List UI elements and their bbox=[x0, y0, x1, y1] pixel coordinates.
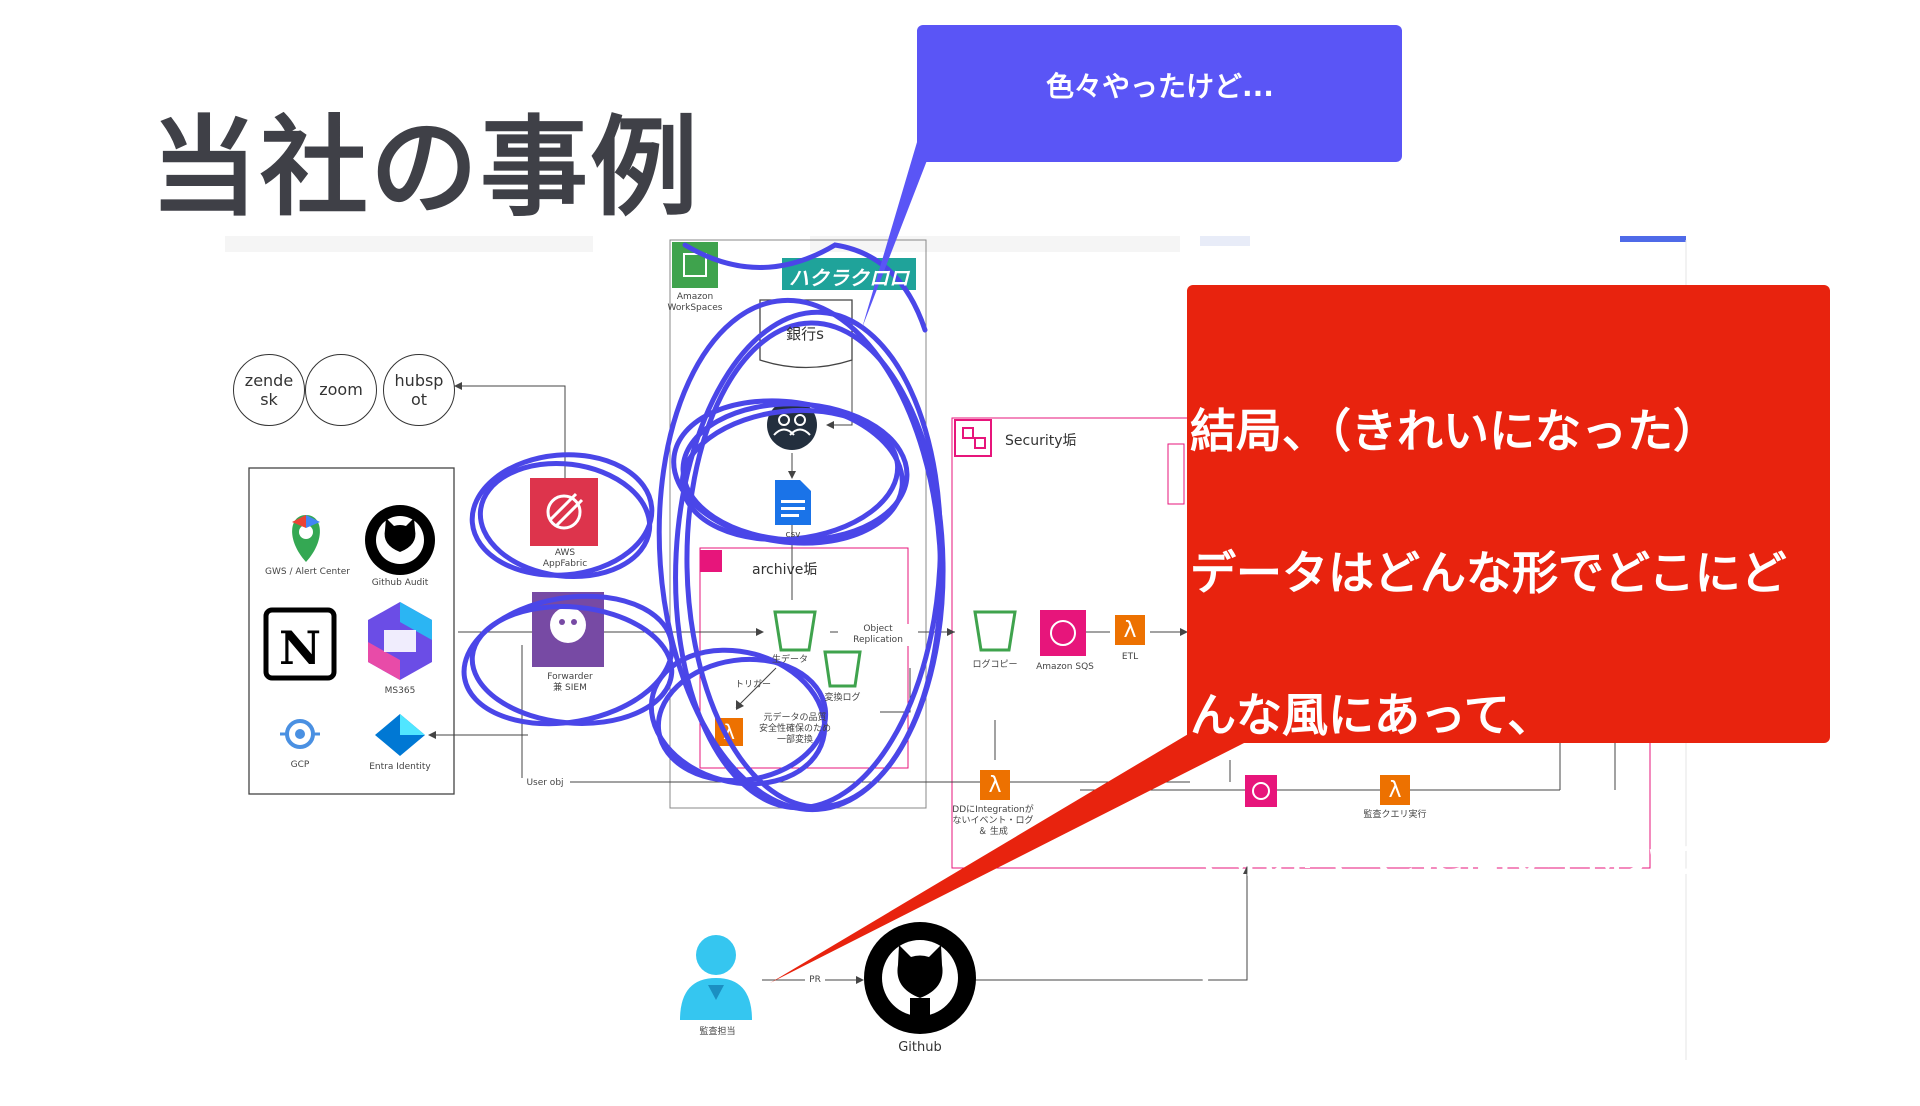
auditor-label: 監査担当 bbox=[699, 1027, 736, 1037]
source-label-gcp: GCP bbox=[290, 760, 310, 770]
s3-bucket-icon bbox=[823, 650, 862, 688]
red-callout-line: わかるの？ bbox=[1190, 972, 1420, 1026]
eventbridge-icon bbox=[1245, 775, 1277, 807]
saas-node-zoom: zoom bbox=[305, 354, 377, 426]
security-area-label: Security垢 bbox=[1005, 433, 1077, 449]
pr-label: PR bbox=[805, 975, 825, 986]
red-callout-box bbox=[1187, 285, 1830, 743]
red-callout-line: 結局、（きれいになった） bbox=[1190, 404, 1719, 458]
red-callout-line: んな風にあって、 bbox=[1190, 688, 1554, 742]
architecture-diagram: λ λ λ λ N bbox=[248, 25, 1830, 1060]
source-label-ms365: MS365 bbox=[384, 686, 416, 696]
blue-scribble-circles bbox=[461, 242, 946, 813]
notion-icon bbox=[263, 607, 337, 681]
page-title: 当社の事例 bbox=[150, 106, 701, 231]
trigger-label: トリガー bbox=[734, 680, 771, 690]
blue-callout-text: 色々やったけど... bbox=[1046, 70, 1274, 103]
audit-query-label: 監査クエリ実行 bbox=[1363, 810, 1427, 820]
source-label-entra: Entra Identity bbox=[369, 762, 431, 772]
source-box bbox=[248, 467, 455, 795]
s3-bucket-icon bbox=[973, 610, 1017, 652]
workspaces-label: Amazon WorkSpaces bbox=[667, 292, 723, 313]
lambda-icon bbox=[980, 770, 1010, 800]
user-obj-label: User obj bbox=[520, 778, 570, 789]
lambda-desc-label: 元データの品質 安全性確保のため 一部変換 bbox=[758, 713, 831, 745]
red-callout-line: それをどこに問い合わせれば bbox=[1190, 830, 1787, 884]
log-copy-label: ログコピー bbox=[972, 660, 1018, 670]
csv-label: csv bbox=[785, 530, 801, 540]
github-label: Github bbox=[898, 1040, 942, 1055]
transform-log-label: 変換ログ bbox=[824, 693, 861, 703]
archive-area-label: archive垢 bbox=[752, 562, 818, 578]
sqs-icon bbox=[1040, 610, 1086, 656]
saas-node-hubspot: hubsp ot bbox=[383, 354, 455, 426]
users-group-icon bbox=[767, 400, 817, 450]
svg-text:λ: λ bbox=[1388, 778, 1401, 803]
source-label-github: Github Audit bbox=[371, 578, 429, 588]
appfabric-icon bbox=[530, 478, 598, 546]
lambda-icon bbox=[1115, 615, 1145, 645]
blue-callout-tail bbox=[862, 132, 938, 328]
svg-text:λ: λ bbox=[988, 773, 1001, 798]
auditor-person-icon bbox=[696, 935, 736, 975]
forwarder-label: Forwarder 兼 SIEM bbox=[547, 672, 593, 693]
blue-callout-box bbox=[917, 25, 1402, 162]
object-replication-label: Object Replication bbox=[838, 624, 918, 646]
appfabric-label: AWS AppFabric bbox=[542, 548, 588, 569]
lambda-icon bbox=[1380, 775, 1410, 805]
red-callout-tail bbox=[770, 730, 1250, 983]
hacraco-logo-text: ハクラクロロ bbox=[789, 266, 909, 290]
bank-doc-shape bbox=[759, 299, 853, 369]
sqs-label: Amazon SQS bbox=[1036, 662, 1094, 672]
red-callout-text: 結局、（きれいになった） データはどんな形でどこにど んな風にあって、 それをど… bbox=[1190, 325, 1820, 1106]
dd-integration-label: DDにIntegrationが ないイベント・ログ ＆ 生成 bbox=[952, 805, 1034, 837]
s3-bucket-icon bbox=[773, 610, 817, 652]
red-callout-line: データはどんな形でどこにど bbox=[1190, 546, 1787, 600]
svg-text:λ: λ bbox=[1123, 618, 1136, 643]
svg-text:N: N bbox=[279, 621, 321, 675]
raw-data-label: 生データ bbox=[771, 655, 808, 665]
source-label-gws: GWS / Alert Center bbox=[265, 567, 350, 577]
saas-node-zendesk: zende sk bbox=[233, 354, 305, 426]
bank-label: 銀行s bbox=[786, 325, 824, 343]
etl-label: ETL bbox=[1121, 652, 1139, 662]
